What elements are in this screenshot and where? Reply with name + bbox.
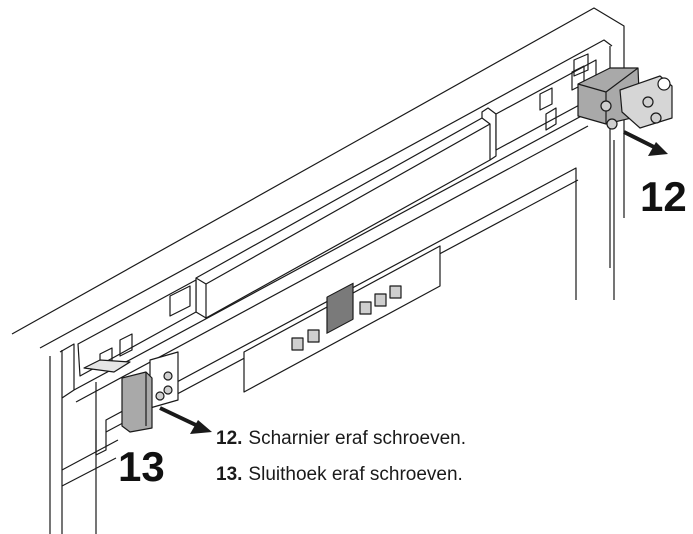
left-inner-chamber (77, 279, 197, 377)
step-number: 12. (216, 428, 243, 449)
cabinet-left-edge (49, 350, 97, 534)
step-number: 13. (216, 464, 243, 485)
control-button-a (359, 301, 372, 315)
control-button-up (307, 329, 320, 343)
callout-label-12: 12 (640, 173, 687, 220)
screw-icon (600, 96, 662, 130)
arrow-icon (623, 130, 668, 156)
control-display (326, 282, 354, 334)
cabinet-top-edge (11, 7, 625, 335)
control-button-down (291, 337, 304, 351)
control-panel (243, 245, 441, 393)
cabinet-top-inner-edge (39, 39, 613, 349)
step-instruction-12: 12.Scharnier eraf schroeven. (216, 428, 466, 450)
door-left-dash (61, 439, 119, 487)
control-button-c (389, 285, 402, 299)
door-frame-rail-lower (75, 125, 589, 403)
control-button-b (374, 293, 387, 307)
door-outline (95, 167, 577, 456)
angle-bracket-icon (121, 351, 179, 433)
callout-label-13: 13 (118, 443, 165, 490)
step-text: Scharnier eraf schroeven. (248, 428, 466, 449)
step-text: Sluithoek eraf schroeven. (248, 464, 463, 485)
step-instruction-13: 13.Sluithoek eraf schroeven. (216, 464, 463, 486)
door-frame-rail (59, 105, 601, 399)
arrow-icon-13 (159, 406, 212, 434)
